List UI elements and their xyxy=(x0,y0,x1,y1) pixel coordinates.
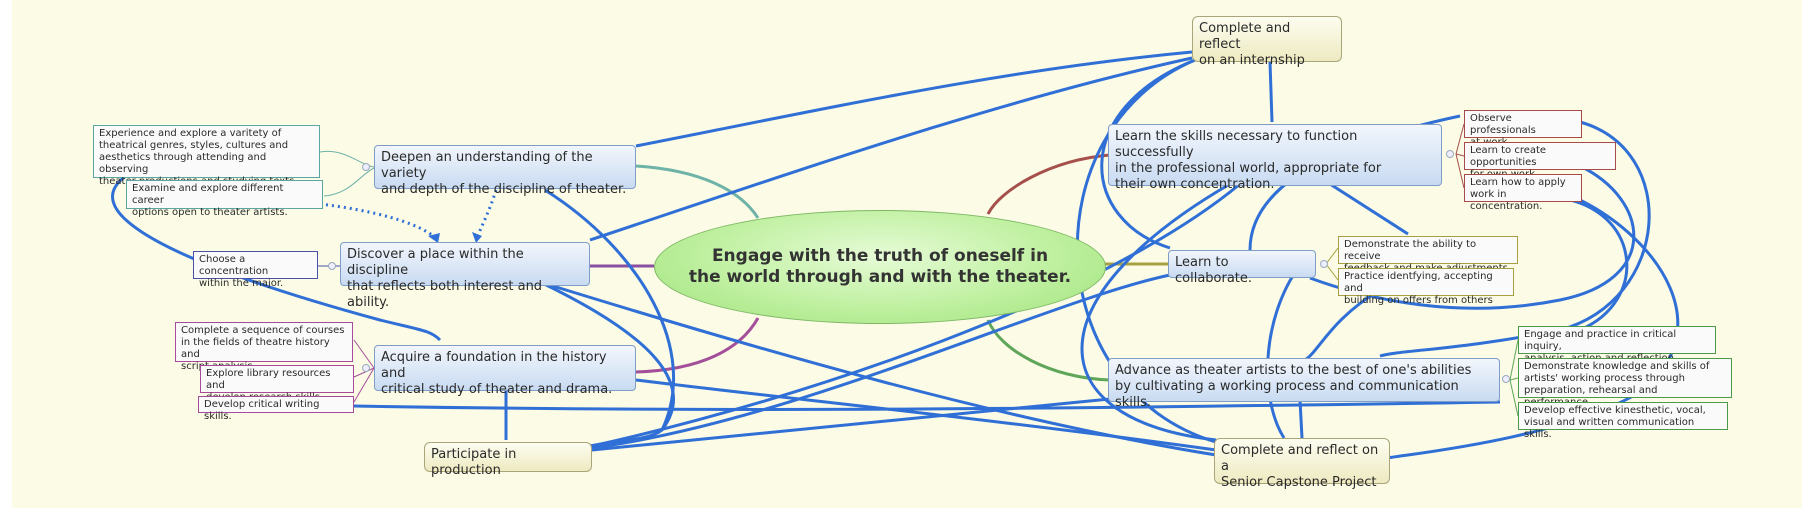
collapse-toggle-acquire[interactable] xyxy=(362,364,370,372)
subtopic-course-sequence[interactable]: Complete a sequence of courses in the fi… xyxy=(175,322,353,372)
collapse-toggle-advance[interactable] xyxy=(1502,375,1510,383)
topic-senior-capstone[interactable]: Complete and reflect on a Senior Capston… xyxy=(1214,438,1390,490)
subtopic-choose-concentration[interactable]: Choose a concentration within the major. xyxy=(193,251,318,289)
branch-line-deepen xyxy=(635,164,760,219)
sub-link-engage xyxy=(1509,339,1519,381)
relation-deepen-production xyxy=(544,188,676,448)
dotted-relation-examine-discover xyxy=(319,202,440,242)
collapse-toggle-collaborate[interactable] xyxy=(1320,260,1328,268)
relation-production-learn-skills xyxy=(591,182,1241,448)
subtopic-career-options[interactable]: Examine and explore different career opt… xyxy=(126,180,323,218)
collapse-toggle-learn-skills[interactable] xyxy=(1446,150,1454,158)
relation-apply-engage xyxy=(1559,196,1629,332)
relation-learn-skills-capstone xyxy=(1080,182,1231,442)
sub-link-examine xyxy=(323,167,375,197)
branch-line-learn-skills xyxy=(986,153,1111,215)
central-topic-text: Engage with the truth of oneself in the … xyxy=(688,246,1072,287)
sub-link-kinesthetic xyxy=(1509,379,1519,417)
relation-observe-advance xyxy=(1379,120,1651,358)
topic-deepen-understanding[interactable]: Deepen an understanding of the variety a… xyxy=(374,145,636,197)
relation-internship-learn-skills xyxy=(1268,61,1274,123)
topic-discover-place[interactable]: Discover a place within the discipline t… xyxy=(340,242,590,310)
relation-writing-advance xyxy=(353,400,1501,411)
subtopic-accept-offers[interactable]: Practice identfying, accepting and build… xyxy=(1338,268,1514,306)
collapse-toggle-discover[interactable] xyxy=(328,262,336,270)
relation-advance-capstone xyxy=(1298,399,1304,439)
topic-learn-skills[interactable]: Learn the skills necessary to function s… xyxy=(1108,124,1442,192)
arrowhead-deepen xyxy=(472,232,482,243)
relation-discover-production xyxy=(539,280,675,431)
topic-learn-to-collaborate[interactable]: Learn to collaborate. xyxy=(1168,250,1316,286)
branch-line-acquire xyxy=(635,317,760,374)
relation-production-collaborate xyxy=(591,273,1171,450)
relation-practice-advance xyxy=(1304,288,1381,362)
relation-learn-skills-demonstrate xyxy=(1329,182,1409,236)
sub-link-library xyxy=(353,367,375,378)
relation-discover-capstone xyxy=(539,280,1217,457)
subtopic-observe-professionals[interactable]: Observe professionals at work xyxy=(1464,110,1582,148)
sub-link-demonstrate-knowledge xyxy=(1509,377,1519,381)
relation-discover-internship xyxy=(589,56,1193,242)
subtopic-receive-feedback[interactable]: Demonstrate the ability to receive feedb… xyxy=(1338,236,1518,274)
subtopic-experience-genres[interactable]: Experience and explore a varitety of the… xyxy=(93,125,320,187)
topic-internship[interactable]: Complete and reflect on an internship xyxy=(1192,16,1342,68)
sub-link-experience xyxy=(319,150,375,168)
relation-production-advance xyxy=(591,393,1151,452)
subtopic-library-resources[interactable]: Explore library resources and develop re… xyxy=(200,365,354,403)
sub-link-writing xyxy=(353,367,375,403)
subtopic-critical-inquiry[interactable]: Engage and practice in critical inquiry,… xyxy=(1518,326,1716,364)
sub-link-complete-seq xyxy=(353,339,375,369)
sub-link-practice xyxy=(1325,263,1339,281)
collapse-toggle-deepen[interactable] xyxy=(362,163,370,171)
subtopic-critical-writing[interactable]: Develop critical writing skills. xyxy=(198,396,354,422)
subtopic-apply-concentration[interactable]: Learn how to apply work in concentration… xyxy=(1464,174,1582,212)
subtopic-create-opportunities[interactable]: Learn to create opportunities for own wo… xyxy=(1464,142,1616,180)
relation-create-collaborate xyxy=(1309,164,1636,310)
central-topic[interactable]: Engage with the truth of oneself in the … xyxy=(654,210,1106,324)
sub-link-observe xyxy=(1455,123,1465,155)
arrowhead-examine xyxy=(428,233,440,243)
topic-participate-production[interactable]: Participate in production xyxy=(424,442,592,478)
relation-deepen-internship xyxy=(635,50,1193,148)
sub-link-create xyxy=(1455,153,1465,157)
topic-advance-artists[interactable]: Advance as theater artists to the best o… xyxy=(1108,358,1500,410)
subtopic-working-process[interactable]: Demonstrate knowledge and skills of arti… xyxy=(1518,358,1732,408)
relation-collaborate-capstone xyxy=(1266,264,1302,439)
topic-acquire-foundation[interactable]: Acquire a foundation in the history and … xyxy=(374,345,636,397)
sub-link-demonstrate xyxy=(1325,247,1339,265)
sub-link-apply xyxy=(1455,153,1465,189)
subtopic-communication-skills[interactable]: Develop effective kinesthetic, vocal, vi… xyxy=(1518,402,1728,440)
